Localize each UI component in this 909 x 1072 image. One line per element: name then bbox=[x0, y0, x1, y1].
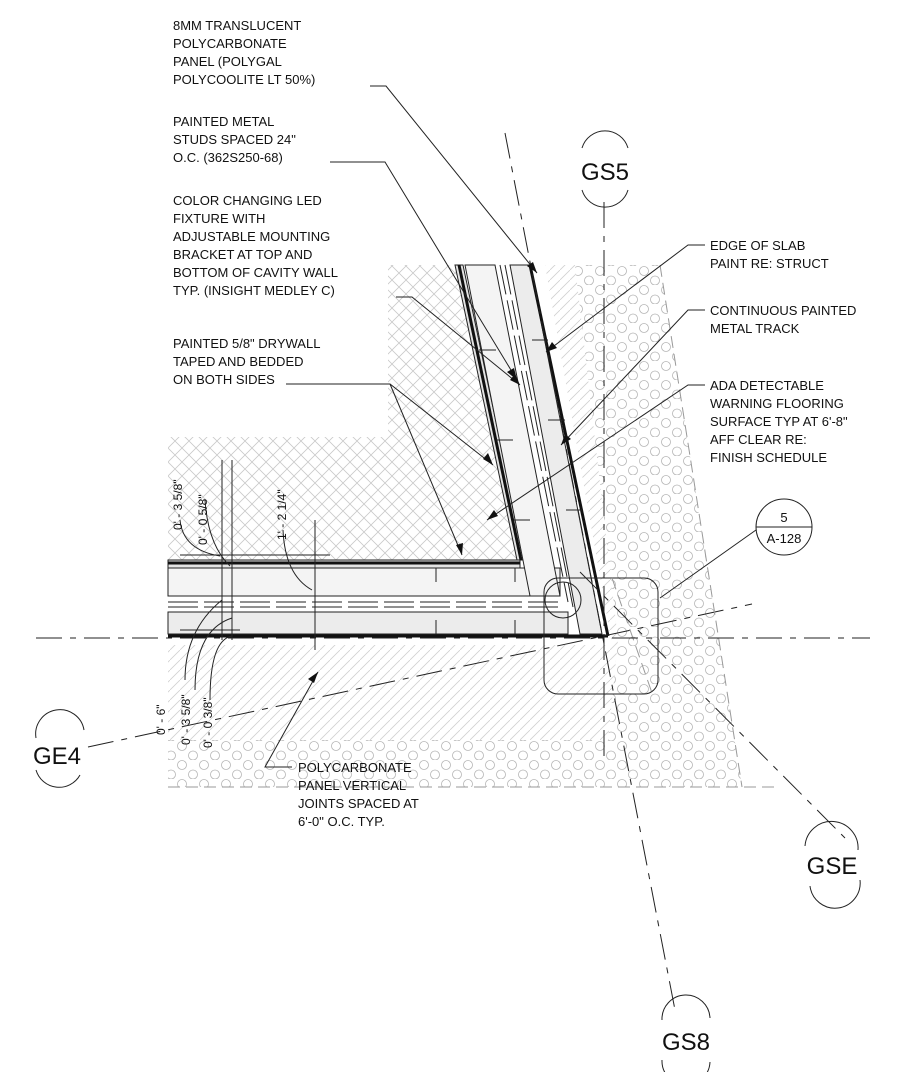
note-joints-line-3: JOINTS SPACED AT bbox=[298, 796, 419, 811]
dim-0-0-3-8: 0' - 0 3/8" bbox=[201, 697, 215, 748]
finish-band bbox=[168, 265, 618, 740]
note-joints-line-2: PANEL VERTICAL bbox=[298, 778, 406, 793]
stud-cavity-angled bbox=[464, 264, 561, 597]
grid-label-gs5: GS5 bbox=[581, 159, 629, 186]
grid-label-gs8: GS8 bbox=[662, 1029, 710, 1056]
note-drywall-line-2: TAPED AND BEDDED bbox=[173, 354, 304, 369]
detail-ref-leader bbox=[659, 529, 757, 599]
note-track-line-1: CONTINUOUS PAINTED bbox=[710, 303, 856, 318]
note-drywall-line-3: ON BOTH SIDES bbox=[173, 372, 275, 387]
note-led-line-3: ADJUSTABLE MOUNTING bbox=[173, 229, 330, 244]
detectable-warning-region bbox=[168, 265, 742, 787]
detail-callout-box bbox=[543, 577, 659, 695]
grid-bubble-gse: GSE bbox=[804, 821, 861, 909]
note-polycarbonate-line-3: PANEL (POLYGAL bbox=[173, 54, 282, 69]
note-ada: ADA DETECTABLE WARNING FLOORING SURFACE … bbox=[486, 378, 848, 521]
detail-sheet: A-128 bbox=[767, 531, 802, 546]
note-led-line-2: FIXTURE WITH bbox=[173, 211, 265, 226]
column-hidden-line bbox=[611, 577, 653, 694]
detail-reference-bubble: 5 A-128 bbox=[659, 498, 813, 599]
note-studs-line-1: PAINTED METAL bbox=[173, 114, 274, 129]
note-polycarbonate-line-4: POLYCOOLITE LT 50%) bbox=[173, 72, 315, 87]
dim-0-6: 0' - 6" bbox=[154, 704, 168, 735]
note-edge-slab-line-2: PAINT RE: STRUCT bbox=[710, 256, 829, 271]
note-drywall-line-1: PAINTED 5/8" DRYWALL bbox=[173, 336, 320, 351]
led-fixture-angled bbox=[499, 264, 569, 603]
slab-edge-dashed bbox=[659, 264, 743, 788]
note-edge-slab-line-1: EDGE OF SLAB bbox=[710, 238, 805, 253]
dim-0-0-5-8: 0' - 0 5/8" bbox=[196, 494, 210, 545]
inner-cavity-angled bbox=[509, 264, 603, 635]
stud-cavity bbox=[167, 567, 561, 597]
grid-line-ge4 bbox=[87, 603, 753, 748]
note-led-line-5: BOTTOM OF CAVITY WALL bbox=[173, 265, 338, 280]
note-led-line-1: COLOR CHANGING LED bbox=[173, 193, 322, 208]
grid-bubble-ge4: GE4 bbox=[33, 709, 85, 788]
grid-bubble-gs8: GS8 bbox=[661, 994, 711, 1072]
note-joints-line-1: POLYCARBONATE bbox=[298, 760, 412, 775]
note-drywall: PAINTED 5/8" DRYWALL TAPED AND BEDDED ON… bbox=[173, 336, 494, 556]
note-edge-slab: EDGE OF SLAB PAINT RE: STRUCT bbox=[545, 238, 829, 353]
note-ada-line-4: AFF CLEAR RE: bbox=[710, 432, 807, 447]
dim-0-3-5-8-lower: 0' - 3 5/8" bbox=[179, 694, 193, 745]
crosshatch-region bbox=[168, 265, 520, 560]
note-studs-line-3: O.C. (362S250-68) bbox=[173, 150, 283, 165]
dim-1-2-1-4: 1' - 2 1/4" bbox=[275, 489, 289, 540]
grid-label-gse: GSE bbox=[807, 853, 858, 880]
dim-0-3-5-8-upper: 0' - 3 5/8" bbox=[171, 479, 185, 530]
note-polycarbonate-line-2: POLYCARBONATE bbox=[173, 36, 287, 51]
note-studs-line-2: STUDS SPACED 24" bbox=[173, 132, 296, 147]
note-led-line-4: BRACKET AT TOP AND bbox=[173, 247, 312, 262]
note-ada-line-3: SURFACE TYP AT 6'-8" bbox=[710, 414, 848, 429]
floor-hatching bbox=[168, 265, 742, 787]
grid-line-gs8 bbox=[504, 132, 676, 1011]
note-ada-line-2: WARNING FLOORING bbox=[710, 396, 844, 411]
wall-assembly-horizontal bbox=[167, 559, 608, 638]
note-track-line-2: METAL TRACK bbox=[710, 321, 800, 336]
note-track: CONTINUOUS PAINTED METAL TRACK bbox=[560, 303, 856, 446]
led-fixture-angled-2 bbox=[504, 264, 574, 608]
note-polycarbonate: 8MM TRANSLUCENT POLYCARBONATE PANEL (POL… bbox=[173, 18, 538, 274]
note-joints: POLYCARBONATE PANEL VERTICAL JOINTS SPAC… bbox=[264, 671, 419, 829]
note-studs: PAINTED METAL STUDS SPACED 24" O.C. (362… bbox=[173, 114, 518, 381]
note-led: COLOR CHANGING LED FIXTURE WITH ADJUSTAB… bbox=[173, 193, 521, 386]
grid-label-ge4: GE4 bbox=[33, 743, 81, 770]
note-ada-line-1: ADA DETECTABLE bbox=[710, 378, 824, 393]
detail-number: 5 bbox=[780, 510, 787, 525]
drywall-edge-angled bbox=[457, 264, 523, 561]
note-joints-line-4: 6'-0" O.C. TYP. bbox=[298, 814, 385, 829]
grid-line-gse bbox=[579, 571, 846, 839]
grid-bubble-gs5: GS5 bbox=[581, 130, 629, 208]
note-led-line-6: TYP. (INSIGHT MEDLEY C) bbox=[173, 283, 335, 298]
corner-circle bbox=[544, 581, 582, 619]
note-ada-line-5: FINISH SCHEDULE bbox=[710, 450, 827, 465]
wall-assembly-angled bbox=[454, 264, 610, 637]
grid-lines bbox=[36, 132, 870, 1011]
note-polycarbonate-line-1: 8MM TRANSLUCENT bbox=[173, 18, 301, 33]
dimension-strings: 0' - 3 5/8" 0' - 0 5/8" 1' - 2 1/4" 0' -… bbox=[154, 460, 330, 748]
inner-cavity bbox=[167, 611, 569, 635]
